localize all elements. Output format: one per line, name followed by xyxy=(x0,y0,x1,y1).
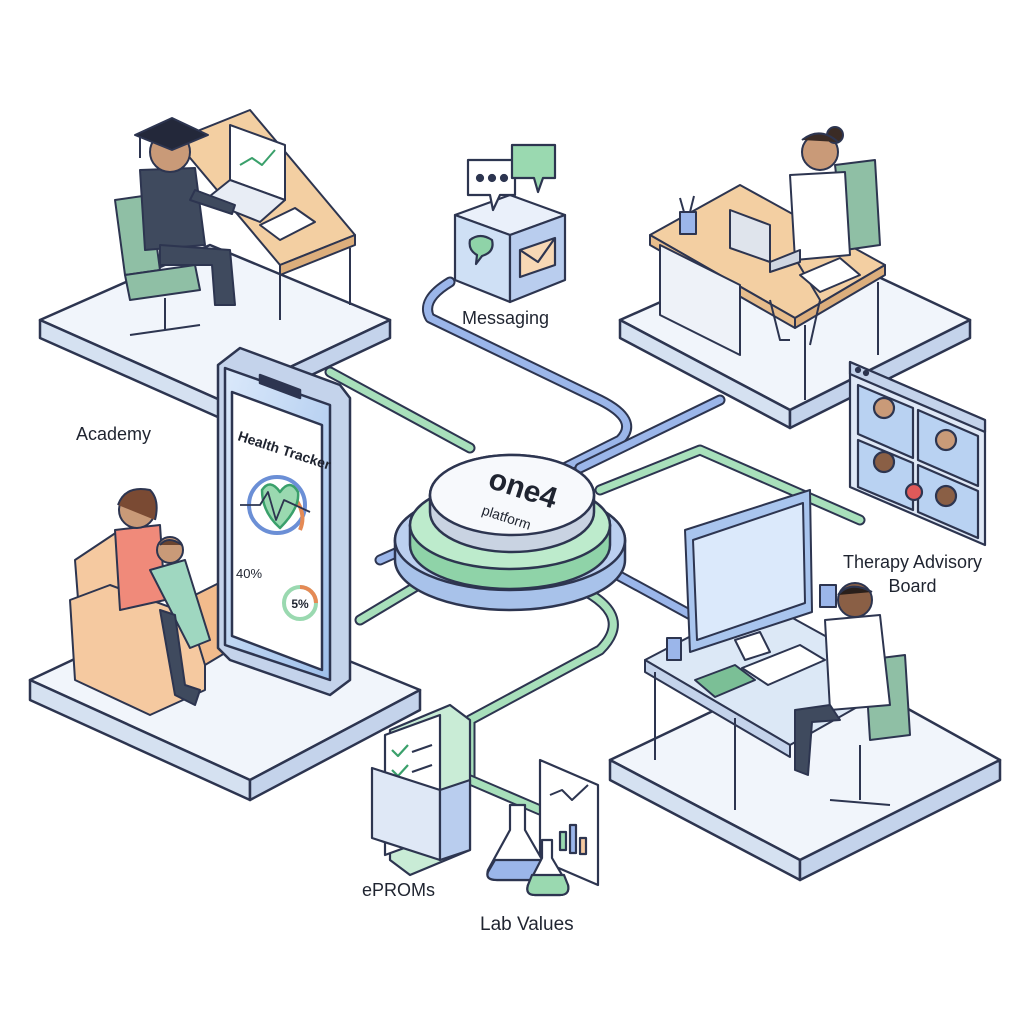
label-therapy-line1: Therapy Advisory xyxy=(843,552,983,572)
doctor-desk-scene xyxy=(649,126,886,400)
messaging-icon[interactable] xyxy=(453,143,567,304)
label-messaging: Messaging xyxy=(462,308,550,328)
computer-doctor-scene xyxy=(644,489,911,810)
lab-values-icon[interactable] xyxy=(486,758,600,897)
end-call-icon xyxy=(904,482,924,502)
parent-scene xyxy=(69,488,231,716)
hub[interactable]: one4 platform xyxy=(393,453,627,612)
grad-cap xyxy=(134,117,209,151)
phone-stat-left: 40% xyxy=(236,566,262,581)
envelope-icon xyxy=(518,236,557,279)
label-academy: Academy xyxy=(76,424,152,444)
label-eproms: ePROMs xyxy=(362,880,436,900)
keyboard xyxy=(741,644,826,686)
eproms-folder-icon[interactable] xyxy=(370,703,472,877)
connectors xyxy=(324,276,866,816)
academy-scene xyxy=(114,109,356,336)
phone-stat-right: 5% xyxy=(291,597,309,611)
label-lab-values: Lab Values xyxy=(480,914,574,935)
label-therapy-advisory-board: Therapy Advisory Board xyxy=(843,550,982,598)
therapy-board-screen[interactable] xyxy=(848,360,987,547)
phone[interactable]: Health Tracker 40% 5% xyxy=(216,346,352,697)
label-therapy-line2: Board xyxy=(888,576,937,596)
